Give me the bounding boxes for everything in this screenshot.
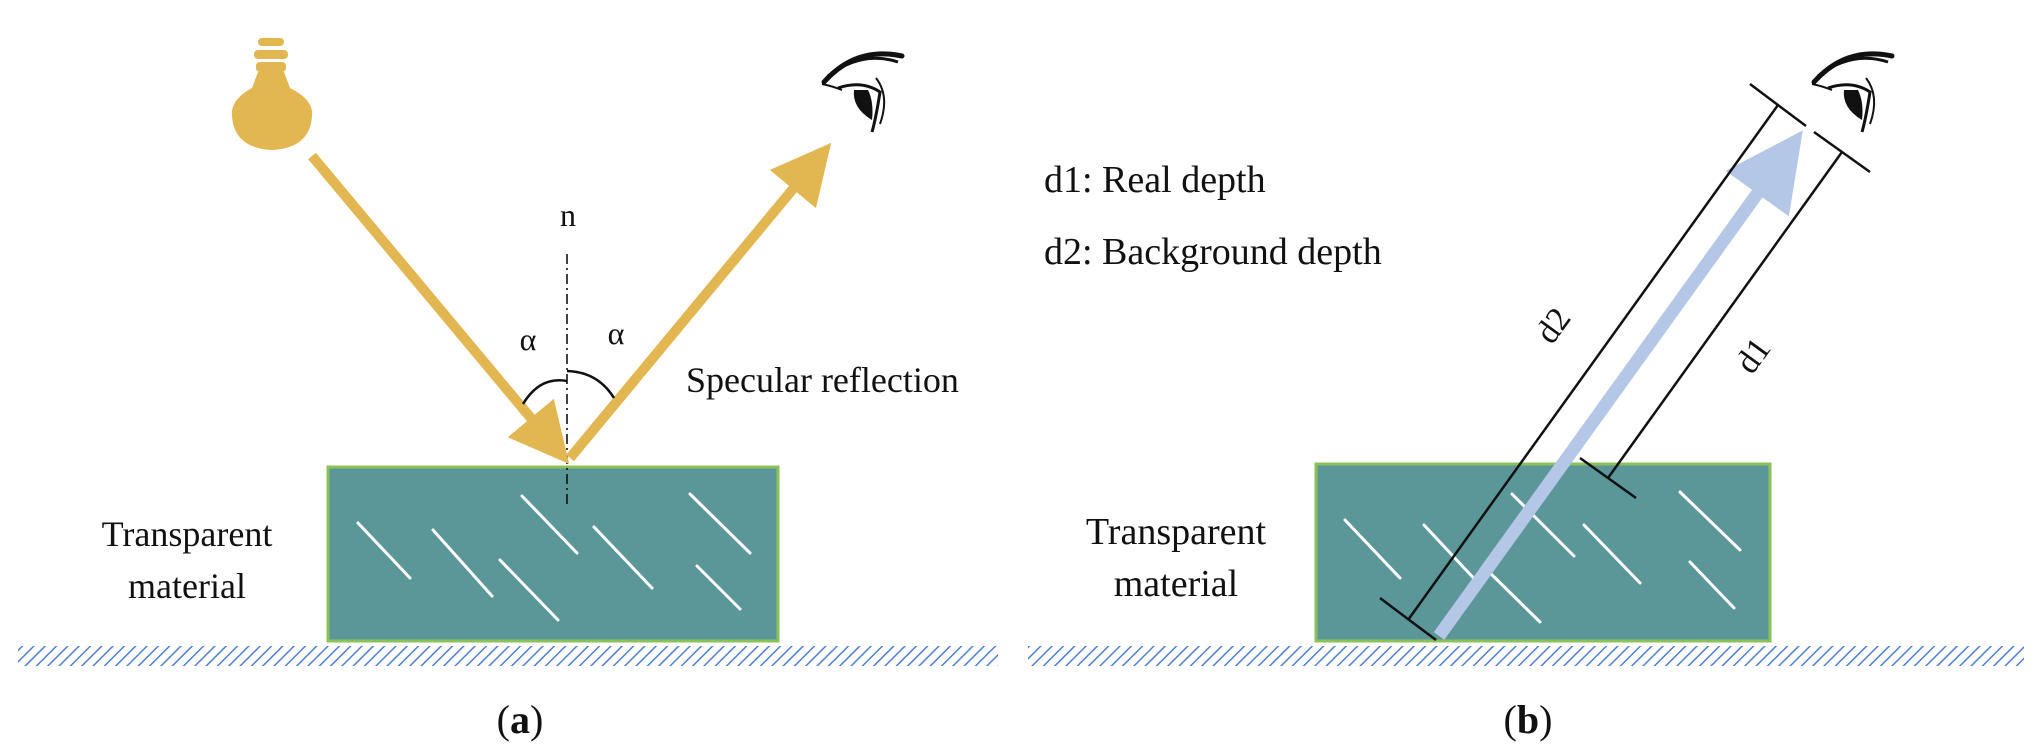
glass-streaks-b	[1343, 490, 1742, 624]
eye-icon	[821, 51, 905, 133]
specular-reflection-label: Specular reflection	[686, 360, 959, 400]
caption-b: (b)	[1504, 697, 1553, 742]
angle-arc-right	[566, 369, 616, 399]
d2-dimension-line	[1406, 104, 1780, 621]
transparent-material-block-a	[326, 465, 780, 643]
d1-label: d1	[1729, 331, 1779, 380]
material-label-a-line1: Transparent	[102, 514, 273, 554]
panel-a: n α α Specular reflection Transparent ma…	[18, 38, 998, 742]
d1-dimension-line	[1606, 151, 1844, 479]
angle-label-left: α	[520, 321, 537, 357]
material-label-b-line2: material	[1114, 563, 1238, 605]
d2-tick-bottom	[1379, 597, 1437, 641]
d2-label: d2	[1529, 301, 1579, 350]
normal-label: n	[560, 197, 576, 233]
light-bulb-icon	[231, 38, 313, 150]
d1-tick-top	[1813, 130, 1871, 174]
eye-icon	[1811, 51, 1895, 133]
angle-arc-left	[521, 379, 568, 405]
reflected-ray	[566, 142, 832, 462]
angle-label-right: α	[608, 315, 625, 351]
caption-a: (a)	[497, 697, 544, 742]
material-label-b-line1: Transparent	[1086, 511, 1267, 553]
material-label-a-line2: material	[128, 566, 246, 606]
d1-tick-bottom	[1579, 456, 1637, 500]
d2-tick-top	[1749, 83, 1807, 127]
incident-ray	[308, 152, 570, 465]
viewing-ray	[1433, 130, 1803, 640]
panel-b: d2 d1 d1: Real depth d2: Background dept…	[1028, 51, 2024, 742]
legend-d1: d1: Real depth	[1044, 159, 1266, 201]
legend-d2: d2: Background depth	[1044, 231, 1382, 273]
ground-surface-a	[18, 646, 998, 666]
ground-surface-b	[1028, 646, 2024, 666]
glass-streaks-a	[356, 492, 752, 622]
